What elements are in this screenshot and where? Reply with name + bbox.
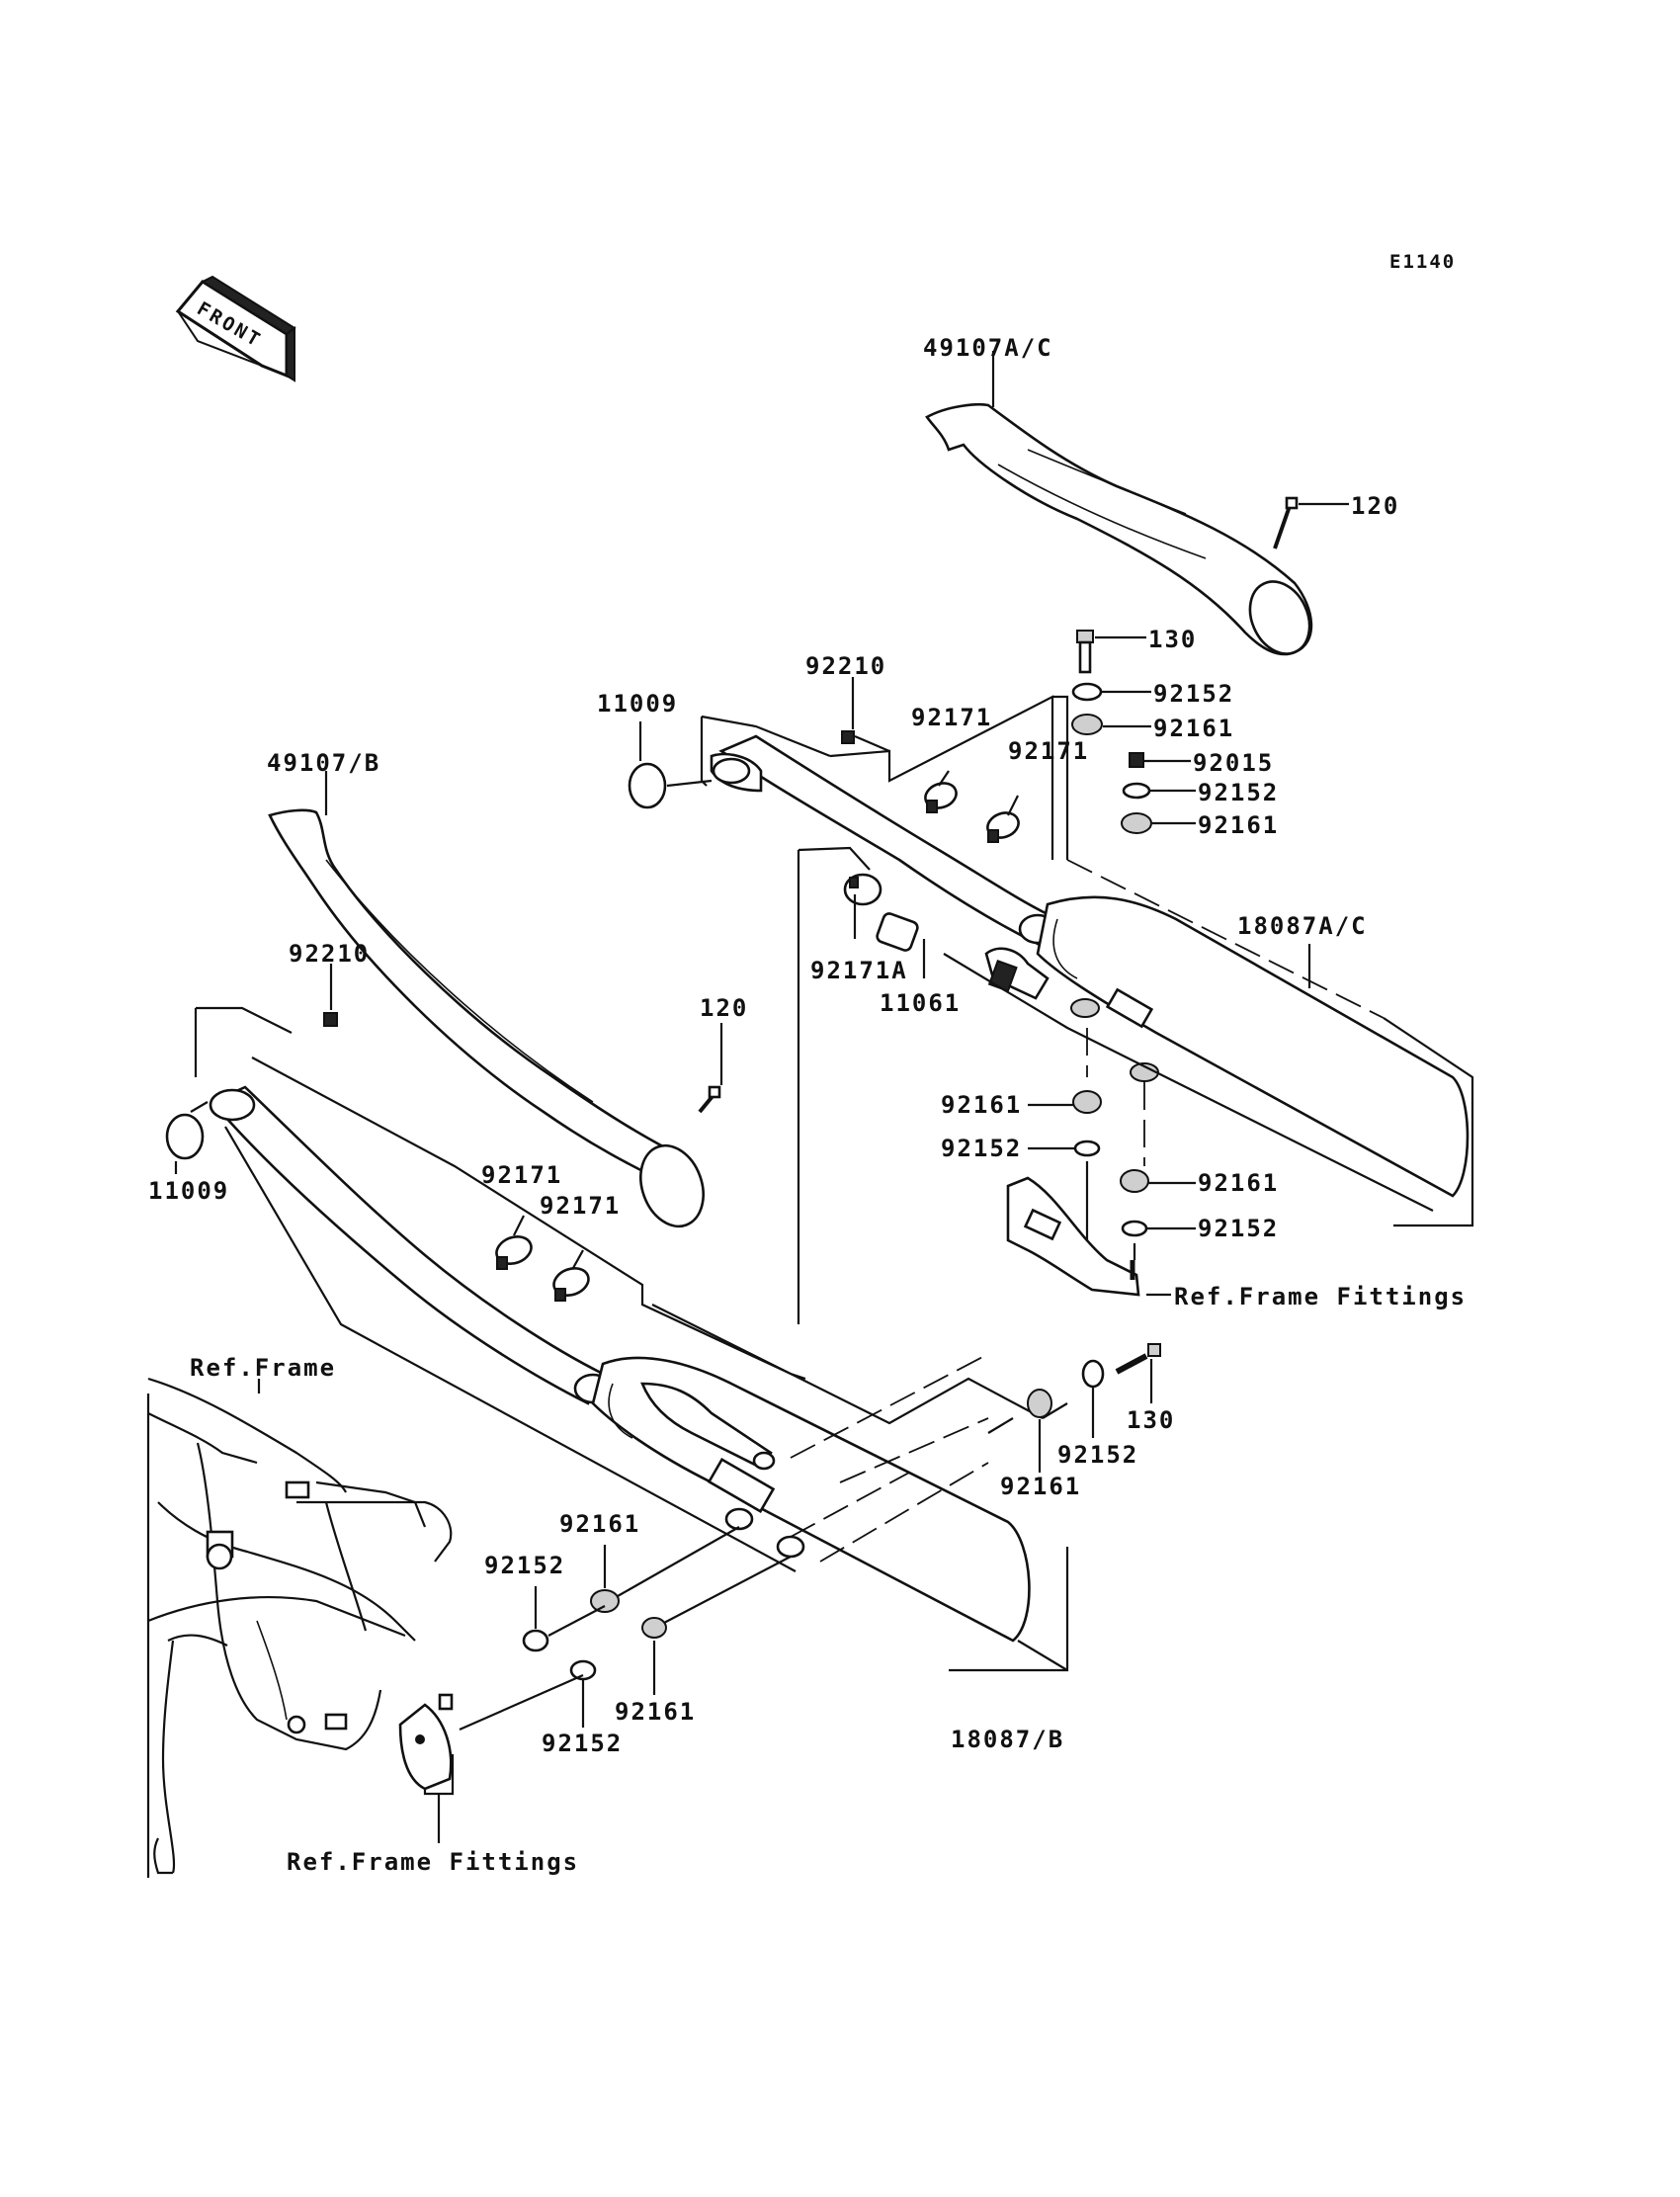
- damper-icon: [641, 1617, 667, 1639]
- label-ref-frame-fittings-upper: Ref.Frame Fittings: [1174, 1283, 1468, 1310]
- label-cover-upper: 49107A/C: [923, 334, 1053, 362]
- label-bolt-lower: 130: [1127, 1406, 1176, 1434]
- washer-icon: [1081, 1359, 1105, 1389]
- screw-icon-upper: [1273, 496, 1299, 549]
- clamp-icon: [924, 782, 958, 813]
- washer-icon: [1122, 782, 1151, 800]
- exhaust-pipe-upper: [710, 734, 1470, 1198]
- nut-icon: [1129, 752, 1144, 768]
- label-washer-lower-2: 92152: [484, 1552, 566, 1579]
- washer-icon: [1071, 682, 1103, 702]
- label-clamp-lower-2: 92171: [540, 1192, 622, 1220]
- label-bolt-upper: 130: [1148, 626, 1198, 653]
- bolt-icon-upper: [1076, 630, 1094, 674]
- label-clamp-upper-1: 92171: [911, 704, 993, 731]
- clamp-icon: [986, 811, 1020, 843]
- label-washer-lower-1: 92152: [1057, 1441, 1139, 1469]
- label-damper-upper-2: 92161: [1198, 811, 1280, 839]
- frame-sketch: [146, 1377, 453, 1878]
- label-damper-upper-4: 92161: [1198, 1169, 1280, 1197]
- label-screw-upper: 120: [1351, 492, 1400, 520]
- damper-icon: [1121, 812, 1152, 834]
- label-damper-upper-1: 92161: [1153, 715, 1235, 742]
- nut-icon: [323, 1012, 338, 1027]
- washer-icon: [1073, 1140, 1101, 1157]
- label-screw-lower: 120: [700, 994, 749, 1022]
- gasket-icon: [628, 762, 667, 809]
- nut-icon: [841, 730, 855, 744]
- label-muffler-lower: 18087/B: [951, 1726, 1065, 1753]
- label-ref-frame-fittings-lower: Ref.Frame Fittings: [287, 1848, 580, 1876]
- label-collar-joint: 11061: [880, 989, 962, 1017]
- damper-icon: [1071, 714, 1103, 735]
- damper-icon: [590, 1589, 620, 1613]
- label-clamp-joint: 92171A: [810, 957, 908, 984]
- diagram-code: E1140: [1389, 251, 1457, 273]
- washer-icon: [522, 1629, 549, 1652]
- label-damper-lower-2: 92161: [559, 1510, 641, 1538]
- washer-icon: [569, 1659, 597, 1681]
- label-gasket-upper: 11009: [597, 690, 679, 718]
- clamp-joint-icon: [843, 873, 882, 906]
- washer-icon: [1121, 1220, 1148, 1237]
- label-nut-pipe-upper: 92210: [805, 652, 887, 680]
- label-cover-lower: 49107/B: [267, 749, 381, 777]
- label-damper-upper-3: 92161: [941, 1091, 1023, 1119]
- label-washer-lower-3: 92152: [542, 1730, 624, 1757]
- gasket-icon: [165, 1113, 205, 1160]
- label-damper-lower-1: 92161: [1000, 1473, 1082, 1500]
- label-washer-upper-1: 92152: [1153, 680, 1235, 708]
- label-nut-upper: 92015: [1193, 749, 1275, 777]
- heat-cover-lower: [268, 808, 705, 1228]
- bolt-icon-lower: [1115, 1343, 1161, 1375]
- clamp-icon: [552, 1267, 590, 1302]
- damper-icon: [1072, 1090, 1102, 1114]
- frame-fitting-bracket-lower: [398, 1693, 454, 1791]
- exhaust-pipe-lower: [209, 1085, 1031, 1643]
- label-ref-frame: Ref.Frame: [190, 1354, 337, 1382]
- label-washer-upper-2: 92152: [1198, 779, 1280, 806]
- frame-fitting-bracket-upper: [1006, 1176, 1140, 1297]
- front-arrow-icon: [175, 275, 296, 382]
- label-washer-upper-4: 92152: [1198, 1215, 1280, 1242]
- label-nut-pipe-lower: 92210: [289, 940, 371, 968]
- heat-cover-upper: [925, 403, 1313, 656]
- label-washer-upper-3: 92152: [941, 1135, 1023, 1162]
- damper-icon: [1027, 1389, 1052, 1418]
- screw-icon-lower: [698, 1085, 721, 1114]
- pipe-connector-upper: [984, 947, 1050, 1000]
- label-clamp-lower-1: 92171: [481, 1161, 563, 1189]
- collar-icon: [876, 912, 919, 952]
- label-damper-lower-3: 92161: [615, 1698, 697, 1726]
- clamp-icon: [495, 1235, 533, 1270]
- label-muffler-upper: 18087A/C: [1237, 912, 1368, 940]
- label-gasket-lower: 11009: [148, 1177, 230, 1205]
- label-clamp-upper-2: 92171: [1008, 737, 1090, 765]
- damper-icon: [1120, 1169, 1149, 1193]
